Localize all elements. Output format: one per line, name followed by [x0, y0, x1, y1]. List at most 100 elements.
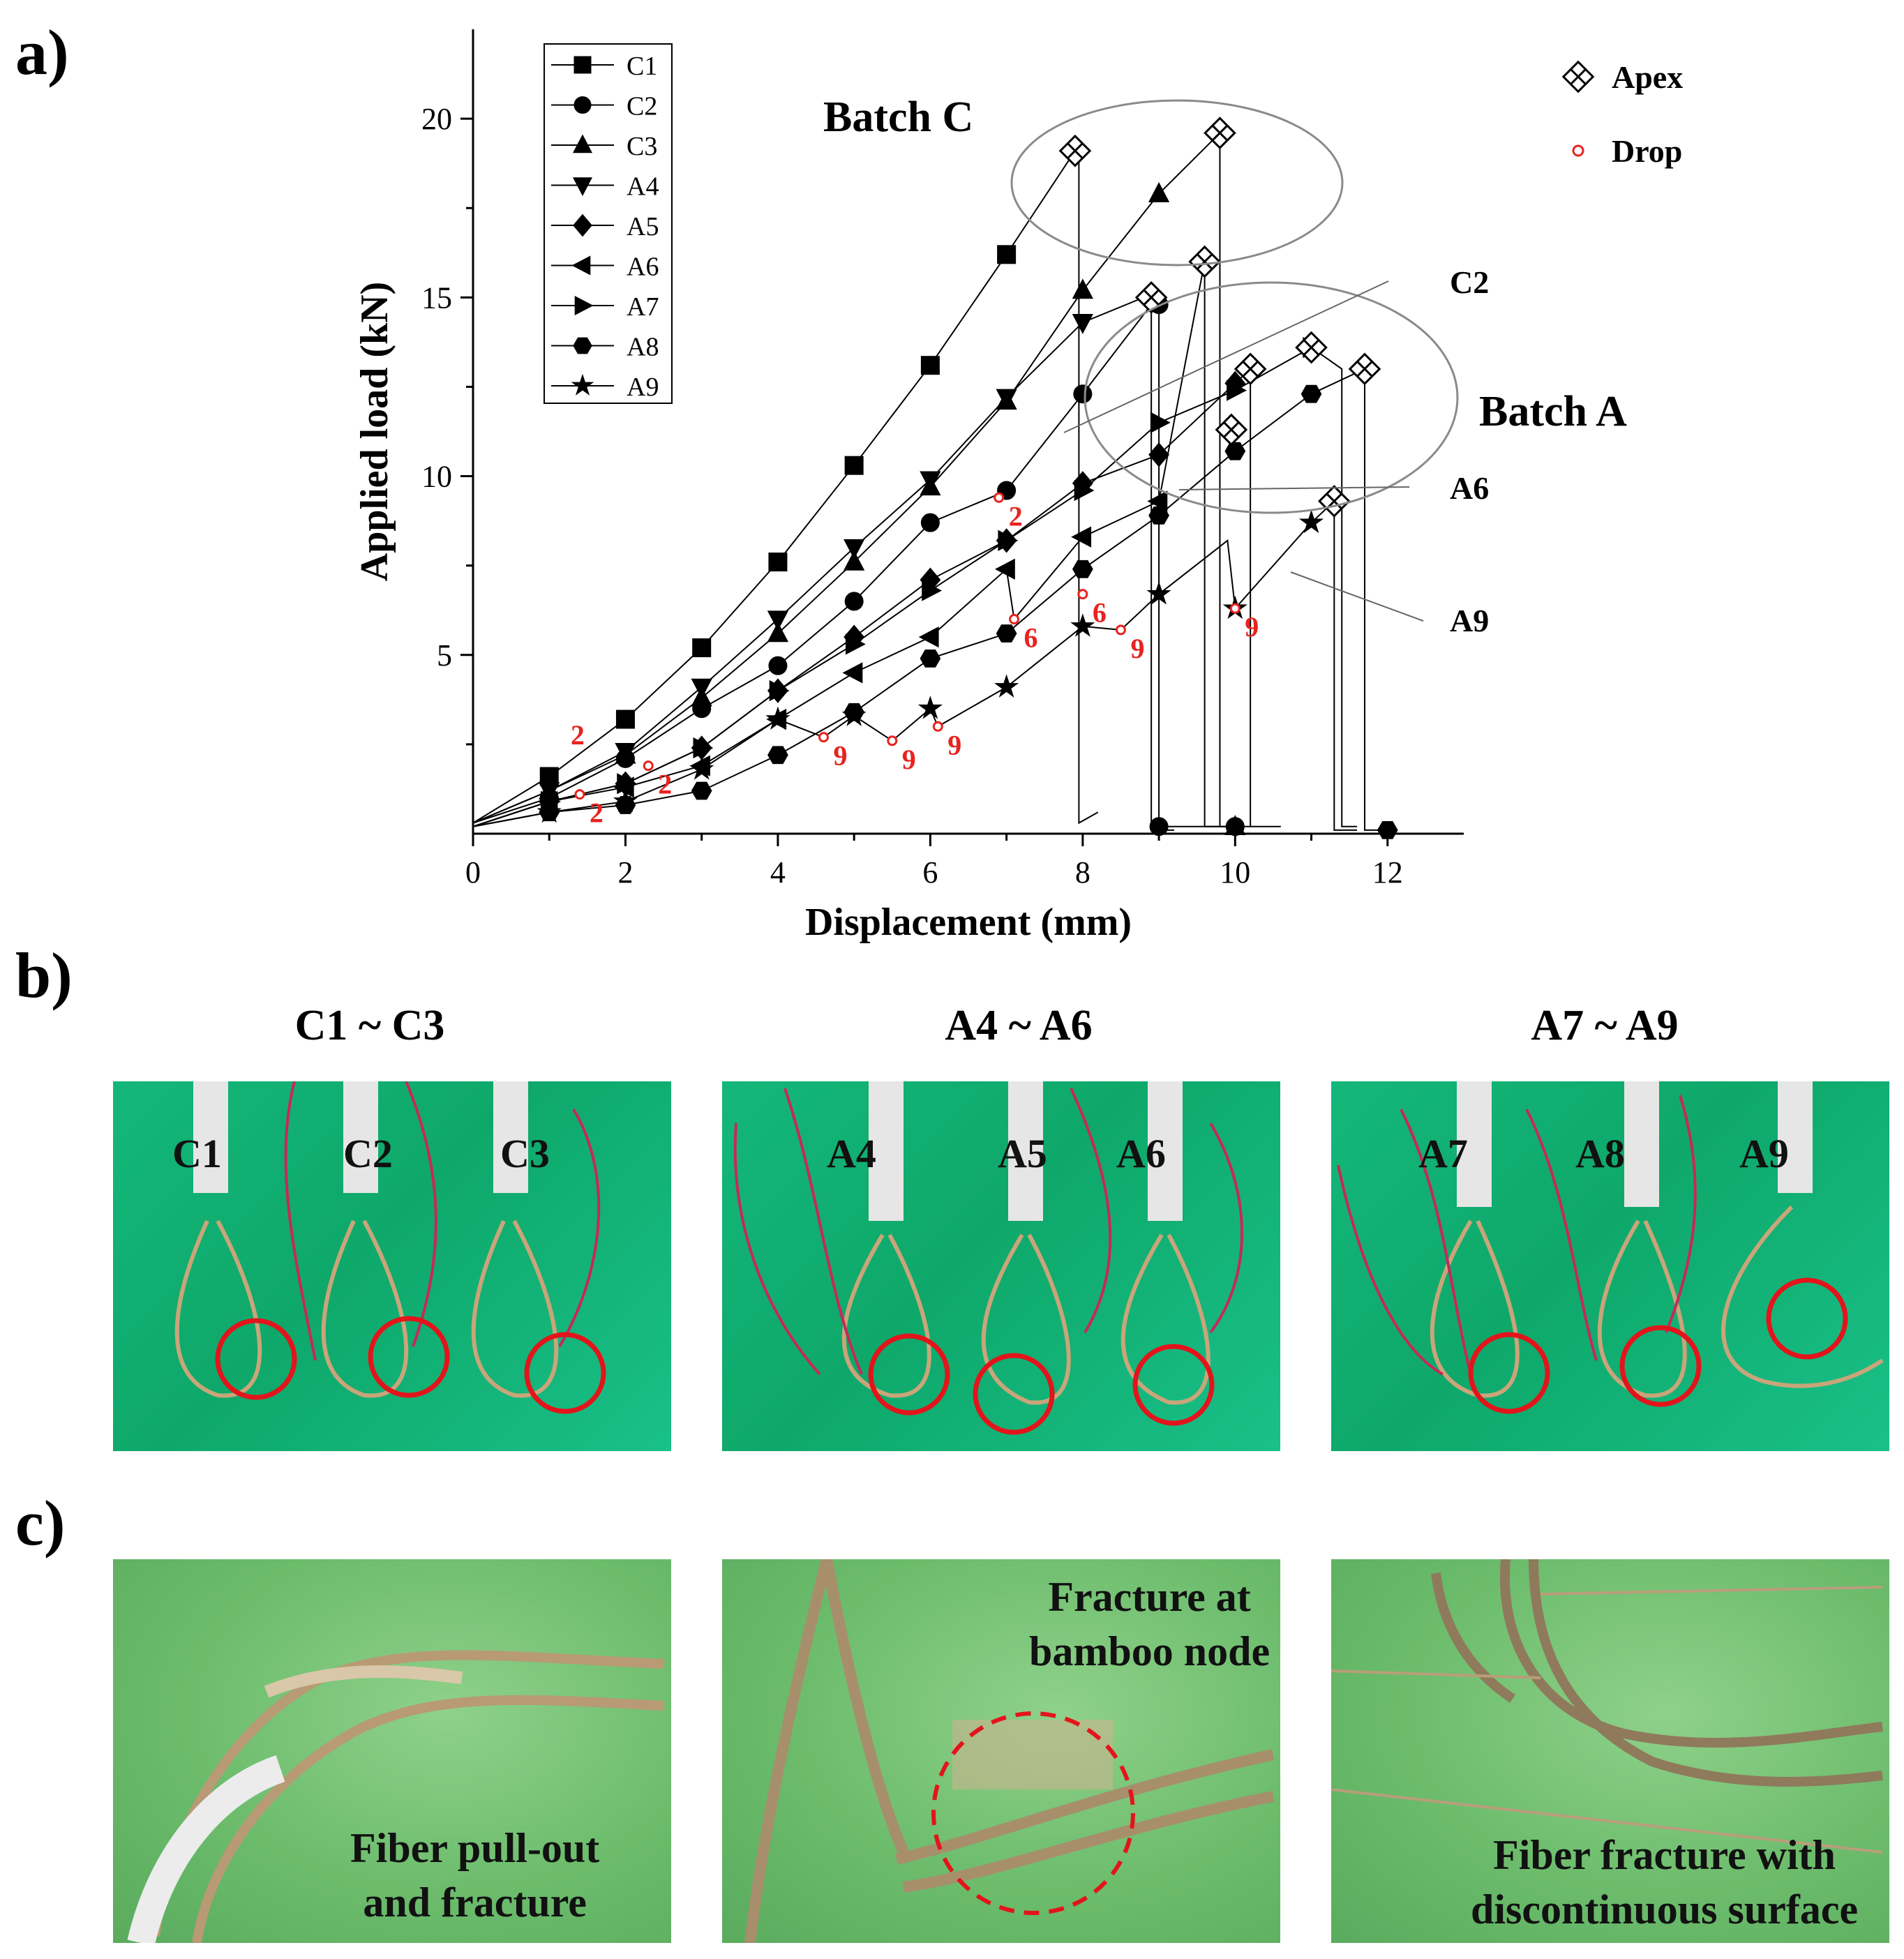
fiber-sketch: [127, 1650, 665, 1943]
series-point-a7: [998, 530, 1019, 551]
drop-label: 6: [1024, 622, 1038, 654]
series-point-a8: [996, 624, 1017, 643]
series-point-a6: [1071, 526, 1092, 548]
series-point-a9: [1070, 613, 1095, 637]
series-point-c1: [997, 245, 1017, 264]
series-point-c3: [844, 550, 865, 571]
apex-marker: [1215, 413, 1248, 446]
drop-marker: [818, 732, 829, 743]
group-title-a7-a9: A7 ~ A9: [1531, 1002, 1679, 1049]
fiber-sketch: [1331, 1559, 1883, 1854]
legend-marker-a9: [571, 373, 594, 396]
y-tick-label: 10: [421, 460, 452, 494]
c2-leader-line: [1063, 280, 1389, 433]
series-line-a9: [472, 500, 1358, 831]
legend-label-a7: A7: [627, 292, 659, 322]
drop-label: 2: [571, 719, 585, 751]
series-point-a9: [841, 703, 867, 726]
drop-marker: [887, 735, 898, 746]
x-tick-label: 10: [1220, 855, 1250, 890]
series-point-a8: [920, 650, 941, 668]
sample-label-a4: A4: [827, 1131, 876, 1176]
series-point-a7: [845, 633, 866, 655]
sample-label-a9: A9: [1739, 1131, 1789, 1176]
apex-cross: [1356, 361, 1373, 377]
series-point-a7: [1227, 380, 1247, 401]
series-point-c2: [768, 656, 788, 675]
series-point-a6: [842, 662, 863, 684]
apex-marker: [1188, 245, 1221, 278]
series-point-c1: [920, 356, 940, 375]
sample-label-c2: C2: [343, 1131, 393, 1176]
series-point-c1: [692, 638, 712, 658]
caption-node-fracture: Fracture at bamboo node: [1029, 1570, 1270, 1679]
batch-c-label: Batch C: [823, 93, 973, 141]
drop-marker: [574, 789, 585, 800]
apex-marker: [1348, 352, 1381, 386]
detail-photo-pullout: Fiber pull-out and fracture: [113, 1559, 671, 1943]
series-point-a8: [1300, 384, 1322, 403]
series-point-c3: [767, 622, 789, 643]
series-point-a9: [1298, 509, 1324, 534]
apex-legend-symbol: [1561, 60, 1595, 93]
series-point-a9: [613, 788, 638, 812]
drop-marker: [994, 492, 1005, 503]
x-tick-label: 4: [770, 855, 786, 890]
apex-cross: [1303, 340, 1319, 356]
a9-leader-line: [1290, 571, 1424, 622]
apex-marker: [1058, 134, 1092, 167]
series-point-a7: [922, 580, 943, 601]
drop-legend-label: Drop: [1612, 133, 1682, 169]
group-title-c1-c3: C1 ~ C3: [294, 1002, 445, 1049]
series-point-c2: [1073, 384, 1093, 404]
series-line-c1: [472, 150, 1099, 825]
photo-group-a7-a9: A7 A8 A9: [1331, 1081, 1889, 1451]
caption-fiber-fracture: Fiber fracture with discontinuous surfac…: [1471, 1828, 1858, 1937]
legend-marker-a6: [571, 255, 591, 276]
c2-label: C2: [1450, 264, 1489, 300]
drop-legend-symbol: [1572, 144, 1584, 157]
series-point-a8: [691, 781, 712, 800]
legend-label-c1: C1: [627, 52, 657, 81]
x-tick-label: 12: [1372, 855, 1403, 890]
apex-cross: [1223, 421, 1239, 437]
apex-marker: [1295, 331, 1328, 364]
photo-group-a4-a6: A4 A5 A6: [722, 1081, 1280, 1451]
series-point-a4: [1072, 314, 1093, 334]
a9-label: A9: [1450, 603, 1489, 638]
apex-legend-label: Apex: [1612, 59, 1683, 95]
sample-label-c1: C1: [172, 1131, 222, 1176]
series-point-a4: [996, 389, 1017, 410]
y-tick-label: 5: [437, 638, 452, 673]
drop-label: 2: [590, 797, 604, 829]
series-point-a6: [918, 626, 939, 648]
legend-label-a5: A5: [627, 212, 659, 241]
batch-a-label: Batch A: [1479, 388, 1627, 435]
drop-label: 9: [833, 740, 847, 772]
caption-line: discontinuous surface: [1471, 1886, 1859, 1932]
series-point-a4: [691, 678, 712, 699]
loop-sketch: [733, 1081, 1243, 1435]
caption-line: Fracture at: [1048, 1574, 1251, 1620]
series-point-a8: [1224, 442, 1246, 460]
legend-label-a6: A6: [627, 253, 659, 282]
apex-marker: [1234, 352, 1267, 386]
x-tick-label: 6: [922, 855, 938, 890]
y-axis-label: Applied load (kN): [353, 282, 396, 581]
fiber-sketch: [744, 1559, 1275, 1943]
sample-label-a8: A8: [1575, 1131, 1625, 1176]
legend-marker-c1: [574, 56, 592, 74]
apex-cross: [1067, 143, 1083, 159]
apex-cross: [1570, 68, 1587, 85]
legend-marker-a5: [573, 213, 592, 237]
legend-marker-a8: [573, 337, 592, 354]
series-point-a9: [689, 756, 714, 780]
series-point-a4: [920, 471, 941, 492]
legend-label-c3: C3: [627, 132, 657, 161]
x-tick-label: 8: [1075, 855, 1090, 890]
drop-marker: [643, 760, 654, 772]
apex-cross: [1144, 290, 1160, 306]
sample-label-a6: A6: [1116, 1131, 1166, 1176]
series-point-c2: [920, 513, 940, 532]
caption-line: Fiber fracture with: [1493, 1832, 1836, 1878]
